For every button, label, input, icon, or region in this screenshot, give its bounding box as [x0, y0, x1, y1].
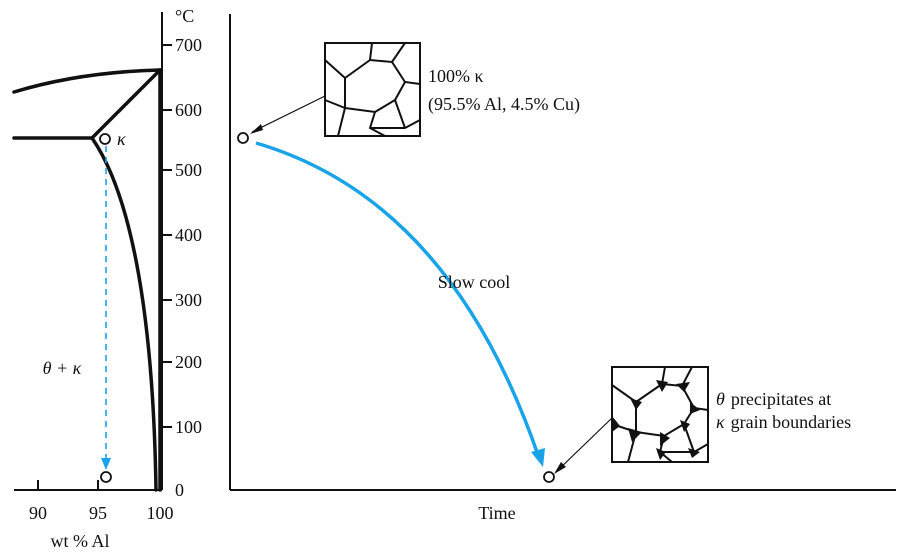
theta-precipitate — [630, 398, 642, 410]
tick-500: 500 — [175, 160, 202, 180]
tick-200: 200 — [175, 352, 202, 372]
grain-boundary — [394, 99, 406, 129]
theta-precipitate — [688, 448, 700, 458]
tick-600: 600 — [175, 100, 202, 120]
solidus-line — [90, 68, 162, 140]
final-leader-arrowhead — [554, 462, 566, 474]
kappa-label: κ — [117, 129, 126, 149]
tick-400: 400 — [175, 225, 202, 245]
tick-300: 300 — [175, 290, 202, 310]
room-temperature-point — [100, 471, 112, 483]
initial-composition-label: (95.5% Al, 4.5% Cu) — [428, 94, 580, 115]
final-leader-line — [555, 417, 613, 473]
composition-axis-label: wt % Al — [50, 531, 109, 551]
theta-precipitate — [660, 432, 670, 446]
theta-precipitate — [656, 448, 666, 460]
tick-90: 90 — [29, 503, 47, 523]
theta-precipitate — [656, 380, 668, 392]
final-microstructure — [611, 366, 709, 463]
initial-microstructure — [324, 42, 421, 137]
liquidus-line — [12, 68, 162, 94]
tick-100: 100 — [147, 503, 174, 523]
theta-precipitate — [628, 428, 642, 442]
slow-cool-label: Slow cool — [438, 272, 511, 292]
tick-95: 95 — [89, 503, 107, 523]
tick-100: 100 — [175, 417, 202, 437]
cooling-path-arrowhead — [101, 458, 111, 470]
time-diagram: Time Slow cool — [229, 14, 896, 523]
theta-precipitate — [612, 416, 620, 432]
kappa-state-point — [99, 133, 111, 145]
two-phase-region-label: θ + κ — [43, 358, 82, 378]
temperature-unit: °C — [175, 6, 194, 26]
grain-boundary — [324, 99, 346, 109]
initial-leader-line — [251, 95, 326, 133]
initial-leader-arrowhead — [250, 124, 263, 134]
initial-phase-label: 100% κ — [428, 66, 484, 86]
start-point — [237, 132, 249, 144]
tick-0: 0 — [175, 480, 184, 500]
grain-boundary — [337, 107, 346, 137]
time-axis-label: Time — [478, 503, 515, 523]
phase-diagram: °C 700 600 500 400 300 200 100 0 90 95 1… — [12, 6, 202, 551]
theta-precipitate — [680, 420, 690, 432]
tick-700: 700 — [175, 35, 202, 55]
grain-boundary — [324, 42, 373, 80]
solvus-line — [90, 136, 158, 492]
slow-cool-arrowhead — [531, 448, 545, 467]
theta-precipitate — [690, 402, 700, 414]
temperature-ticks — [162, 44, 172, 428]
end-point — [543, 471, 555, 483]
grain-boundary — [611, 366, 666, 404]
slow-cool-curve — [255, 141, 540, 456]
theta-precipitate — [676, 382, 690, 392]
